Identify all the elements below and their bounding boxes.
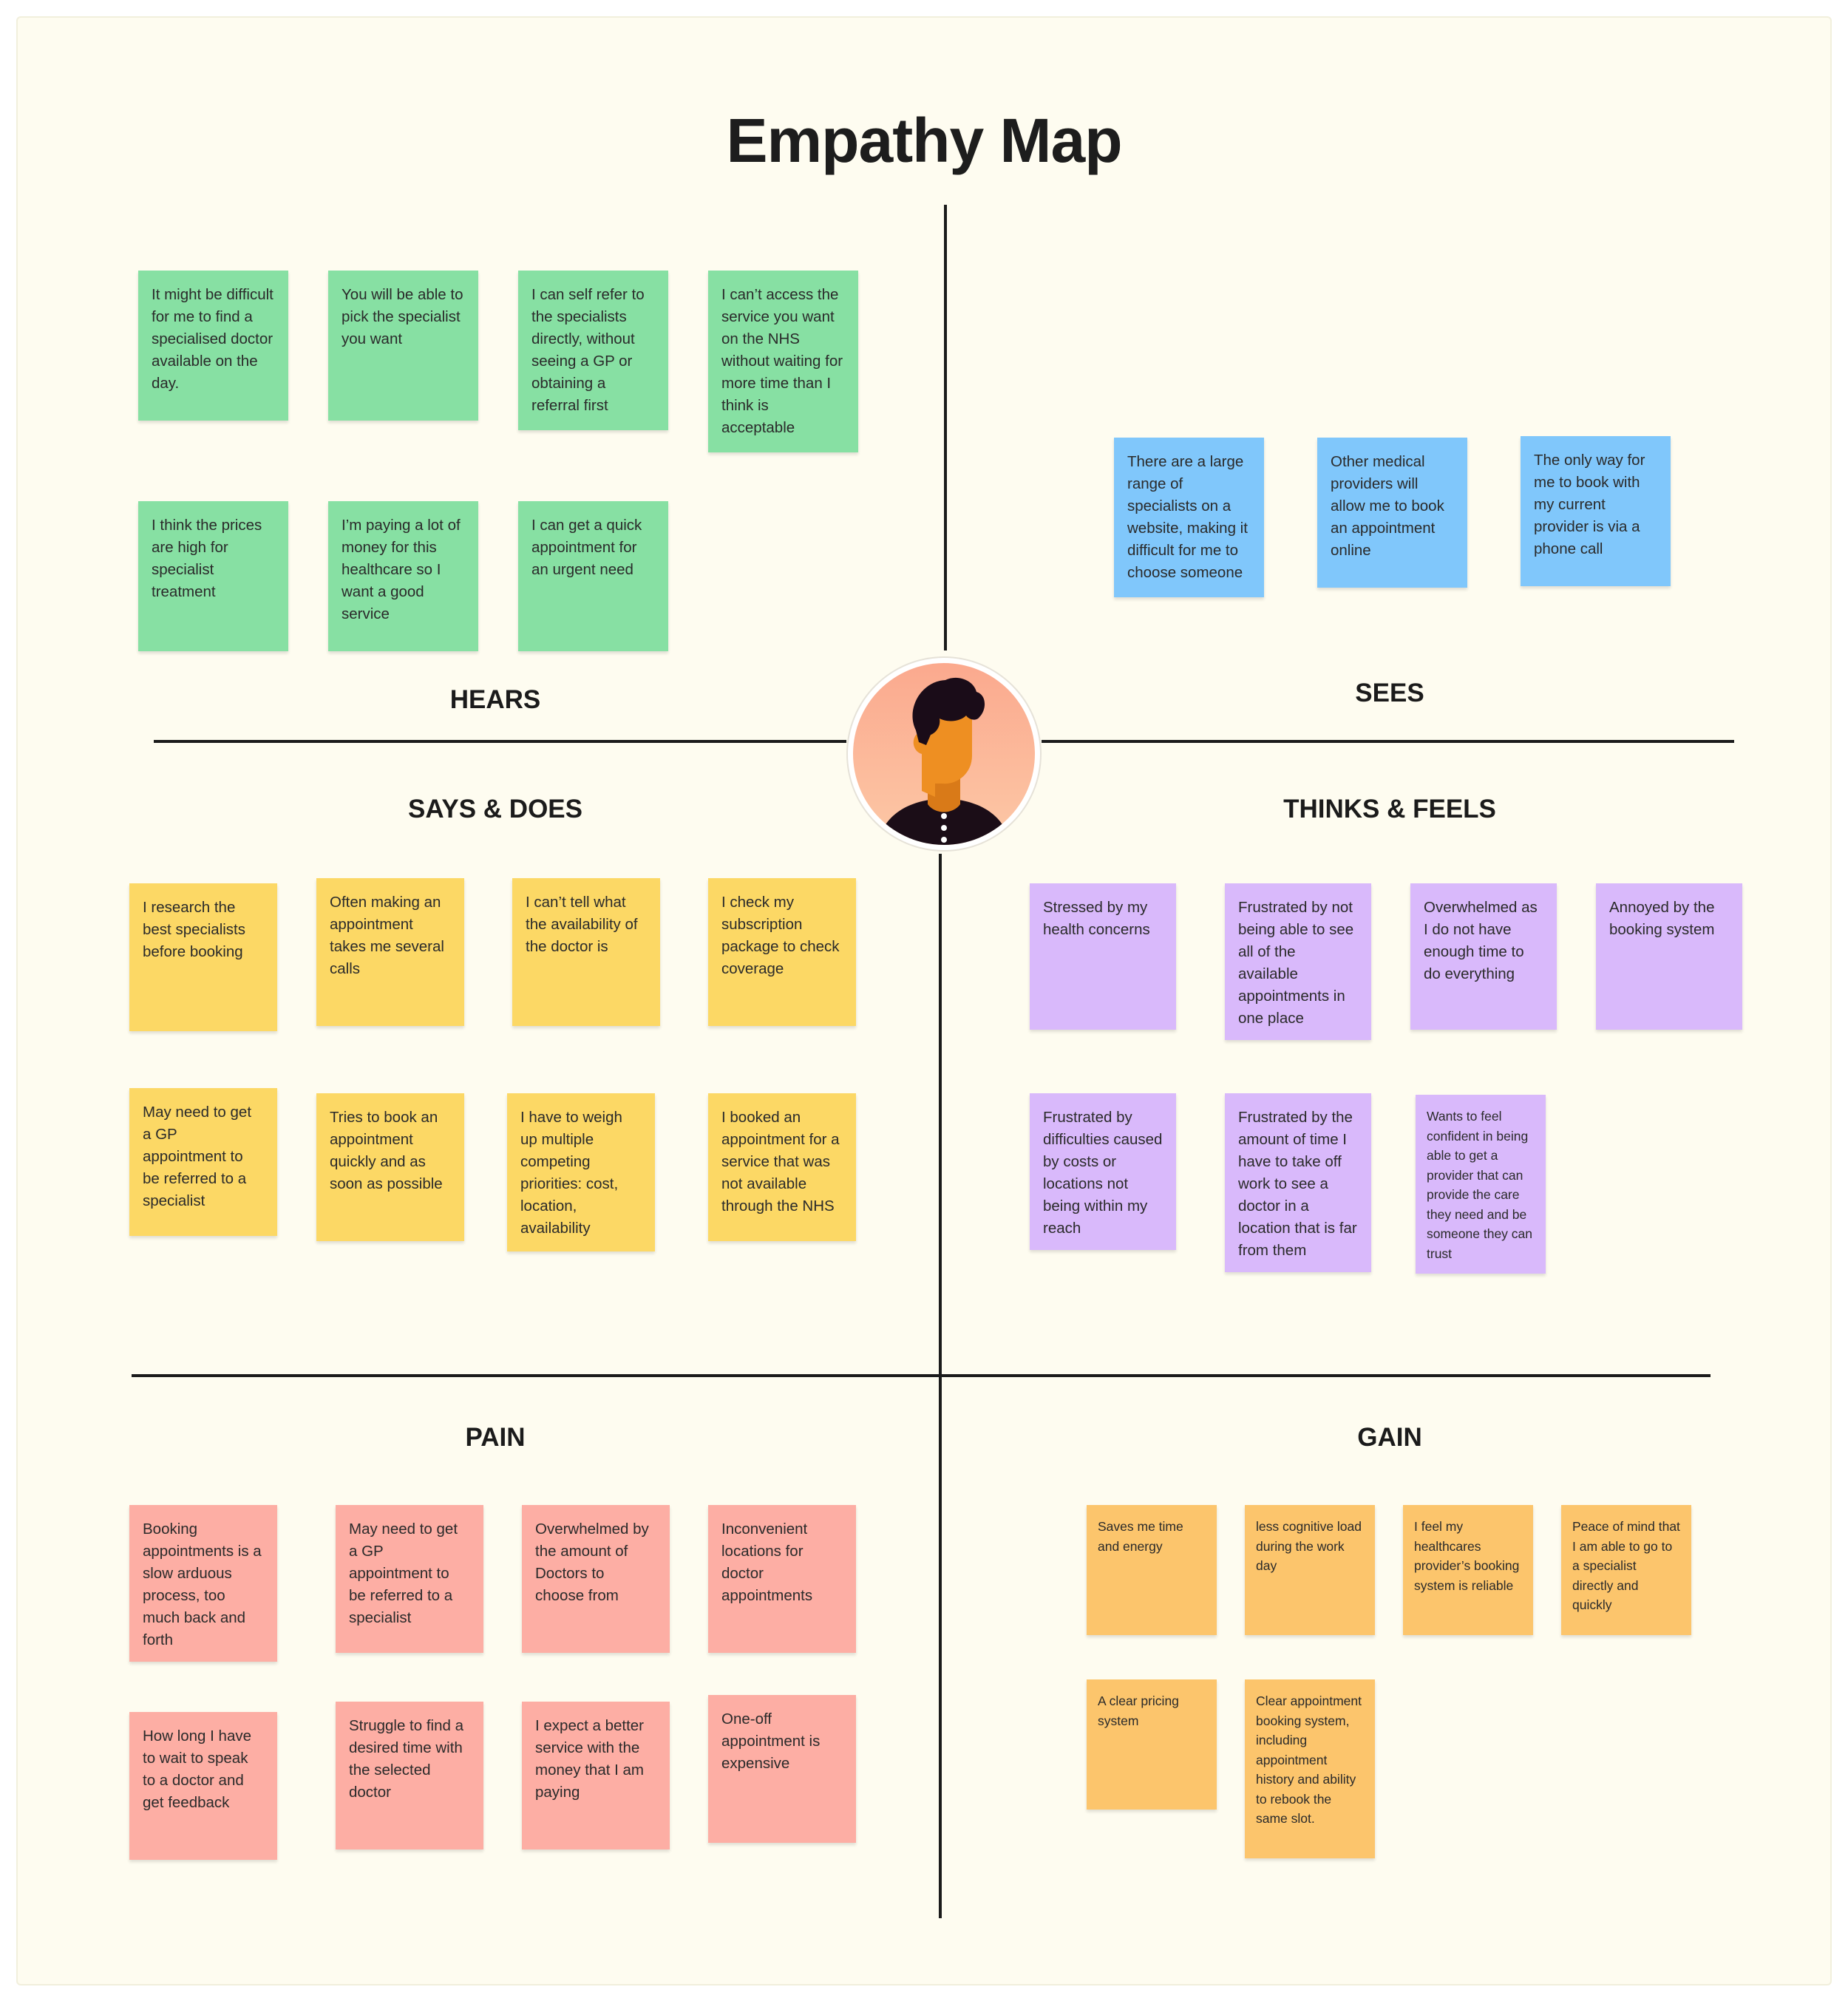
gain-note[interactable]: I feel my healthcares provider’s booking…: [1403, 1505, 1533, 1635]
thinks-feels-note[interactable]: Annoyed by the booking system: [1596, 883, 1742, 1030]
hears-note[interactable]: I can get a quick appointment for an urg…: [518, 501, 668, 651]
thinks-feels-note[interactable]: Frustrated by difficulties caused by cos…: [1030, 1093, 1176, 1250]
pain-note[interactable]: One-off appointment is expensive: [708, 1695, 856, 1843]
gain-note[interactable]: Peace of mind that I am able to go to a …: [1561, 1505, 1691, 1635]
pain-note[interactable]: Overwhelmed by the amount of Doctors to …: [522, 1505, 670, 1653]
horizontal-axis-left: [154, 740, 846, 743]
person-avatar: [848, 658, 1040, 850]
heading-pain: PAIN: [465, 1423, 526, 1452]
sees-note[interactable]: Other medical providers will allow me to…: [1317, 438, 1467, 588]
vertical-axis-top: [944, 205, 947, 650]
heading-sees: SEES: [1355, 679, 1424, 707]
says-does-note[interactable]: I research the best specialists before b…: [129, 883, 277, 1031]
pain-note[interactable]: May need to get a GP appointment to be r…: [336, 1505, 483, 1653]
hears-note[interactable]: You will be able to pick the specialist …: [328, 271, 478, 421]
heading-hears: HEARS: [449, 685, 541, 714]
pain-note[interactable]: How long I have to wait to speak to a do…: [129, 1712, 277, 1860]
pain-note[interactable]: Booking appointments is a slow arduous p…: [129, 1505, 277, 1662]
thinks-feels-note[interactable]: Frustrated by the amount of time I have …: [1225, 1093, 1371, 1272]
gain-note[interactable]: less cognitive load during the work day: [1245, 1505, 1375, 1635]
says-does-note[interactable]: I can’t tell what the availability of th…: [512, 878, 660, 1026]
gain-note[interactable]: Saves me time and energy: [1087, 1505, 1217, 1635]
gain-note[interactable]: Clear appointment booking system, includ…: [1245, 1679, 1375, 1858]
says-does-note[interactable]: I have to weigh up multiple competing pr…: [507, 1093, 655, 1251]
thinks-feels-note[interactable]: Wants to feel confident in being able to…: [1416, 1095, 1546, 1274]
page-title: Empathy Map: [726, 106, 1122, 175]
canvas-board: [16, 16, 1832, 1985]
hears-note[interactable]: I can self refer to the specialists dire…: [518, 271, 668, 430]
sees-note[interactable]: The only way for me to book with my curr…: [1521, 436, 1671, 586]
person-avatar-icon: [853, 663, 1035, 845]
hears-note[interactable]: I think the prices are high for speciali…: [138, 501, 288, 651]
sees-note[interactable]: There are a large range of specialists o…: [1114, 438, 1264, 597]
says-does-note[interactable]: Often making an appointment takes me sev…: [316, 878, 464, 1026]
hears-note[interactable]: It might be difficult for me to find a s…: [138, 271, 288, 421]
hears-note[interactable]: I’m paying a lot of money for this healt…: [328, 501, 478, 651]
hears-note[interactable]: I can’t access the service you want on t…: [708, 271, 858, 452]
horizontal-divider-pain-gain: [132, 1374, 1711, 1377]
vertical-axis-bottom: [939, 854, 942, 1918]
says-does-note[interactable]: May need to get a GP appointment to be r…: [129, 1088, 277, 1236]
thinks-feels-note[interactable]: Frustrated by not being able to see all …: [1225, 883, 1371, 1040]
gain-note[interactable]: A clear pricing system: [1087, 1679, 1217, 1810]
thinks-feels-note[interactable]: Stressed by my health concerns: [1030, 883, 1176, 1030]
says-does-note[interactable]: Tries to book an appointment quickly and…: [316, 1093, 464, 1241]
thinks-feels-note[interactable]: Overwhelmed as I do not have enough time…: [1410, 883, 1557, 1030]
pain-note[interactable]: I expect a better service with the money…: [522, 1702, 670, 1849]
heading-says-does: SAYS & DOES: [407, 795, 582, 823]
horizontal-axis-right: [1042, 740, 1734, 743]
pain-note[interactable]: Struggle to find a desired time with the…: [336, 1702, 483, 1849]
says-does-note[interactable]: I booked an appointment for a service th…: [708, 1093, 856, 1241]
pain-note[interactable]: Inconvenient locations for doctor appoin…: [708, 1505, 856, 1653]
heading-thinks-feels: THINKS & FEELS: [1283, 795, 1496, 823]
heading-gain: GAIN: [1357, 1423, 1422, 1452]
says-does-note[interactable]: I check my subscription package to check…: [708, 878, 856, 1026]
